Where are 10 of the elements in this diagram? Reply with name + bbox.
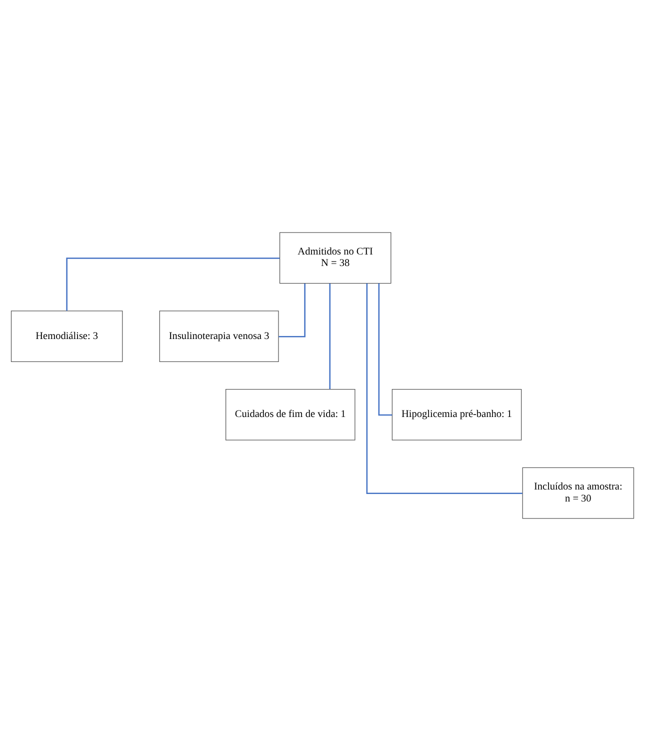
connector xyxy=(66,258,280,311)
node-box: Cuidados de fim de vida: 1 xyxy=(226,389,356,440)
node-box: Insulinoterapia venosa 3 xyxy=(159,310,279,362)
node-box: Hemodiálise: 3 xyxy=(10,310,123,362)
node-box: Incluídos na amostra: n = 30 xyxy=(522,467,634,519)
node-box: Admitidos no CTI N = 38 xyxy=(279,232,392,284)
connector xyxy=(329,283,331,390)
connector xyxy=(366,283,522,494)
connector xyxy=(278,284,306,338)
node-box: Hipoglicemia pré-banho: 1 xyxy=(392,389,522,440)
